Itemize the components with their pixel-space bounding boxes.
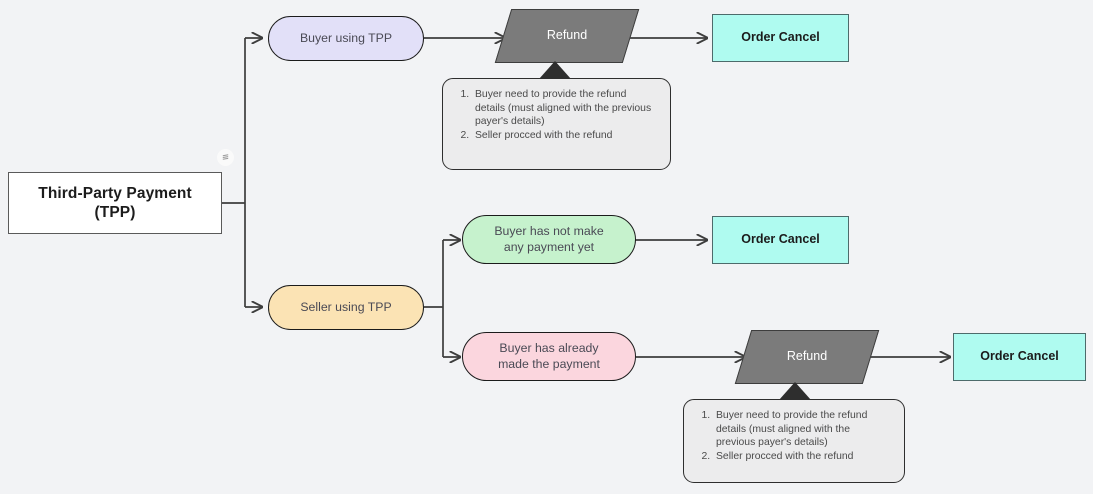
node-buyer-using-tpp[interactable]: Buyer using TPP xyxy=(268,16,424,61)
node-already-made-payment[interactable]: Buyer has already made the payment xyxy=(462,332,636,381)
note-top-item-2: Seller procced with the refund xyxy=(472,129,658,143)
node-already-paid-label-line2: made the payment xyxy=(498,356,600,371)
node-root-label-line1: Third-Party Payment xyxy=(38,184,192,202)
node-third-party-payment[interactable]: Third-Party Payment (TPP) xyxy=(8,172,222,234)
note-bottom[interactable]: Buyer need to provide the refund details… xyxy=(683,399,905,483)
node-refund-bottom-label: Refund xyxy=(786,349,828,364)
node-no-payment-label-line2: any payment yet xyxy=(503,239,595,254)
node-seller-tpp-label: Seller using TPP xyxy=(300,299,392,314)
note-bottom-tail xyxy=(779,382,811,400)
node-buyer-tpp-label: Buyer using TPP xyxy=(299,30,393,45)
node-no-payment-label-line1: Buyer has not make xyxy=(494,224,604,239)
node-refund-top-label: Refund xyxy=(546,28,588,43)
node-order-cancel-1[interactable]: Order Cancel xyxy=(712,14,849,62)
node-order-cancel-2[interactable]: Order Cancel xyxy=(712,216,849,264)
node-order-cancel-3-label: Order Cancel xyxy=(980,349,1059,364)
note-bottom-item-2: Seller procced with the refund xyxy=(713,450,892,464)
note-bottom-item-1: Buyer need to provide the refund details… xyxy=(713,409,892,450)
node-order-cancel-1-label: Order Cancel xyxy=(741,30,820,45)
handle-glyph-icon xyxy=(222,154,229,160)
note-top-item-1: Buyer need to provide the refund details… xyxy=(472,88,658,129)
node-order-cancel-3[interactable]: Order Cancel xyxy=(953,333,1086,381)
node-refund-top[interactable]: Refund xyxy=(494,9,640,63)
connection-handle-icon[interactable] xyxy=(217,149,234,166)
note-top[interactable]: Buyer need to provide the refund details… xyxy=(442,78,671,170)
note-top-tail xyxy=(539,61,571,79)
node-no-payment-yet[interactable]: Buyer has not make any payment yet xyxy=(462,215,636,264)
node-already-paid-label-line1: Buyer has already xyxy=(499,341,599,356)
node-seller-using-tpp[interactable]: Seller using TPP xyxy=(268,285,424,330)
node-order-cancel-2-label: Order Cancel xyxy=(741,232,820,247)
node-root-label-line2: (TPP) xyxy=(94,204,136,221)
node-refund-bottom[interactable]: Refund xyxy=(734,330,880,384)
